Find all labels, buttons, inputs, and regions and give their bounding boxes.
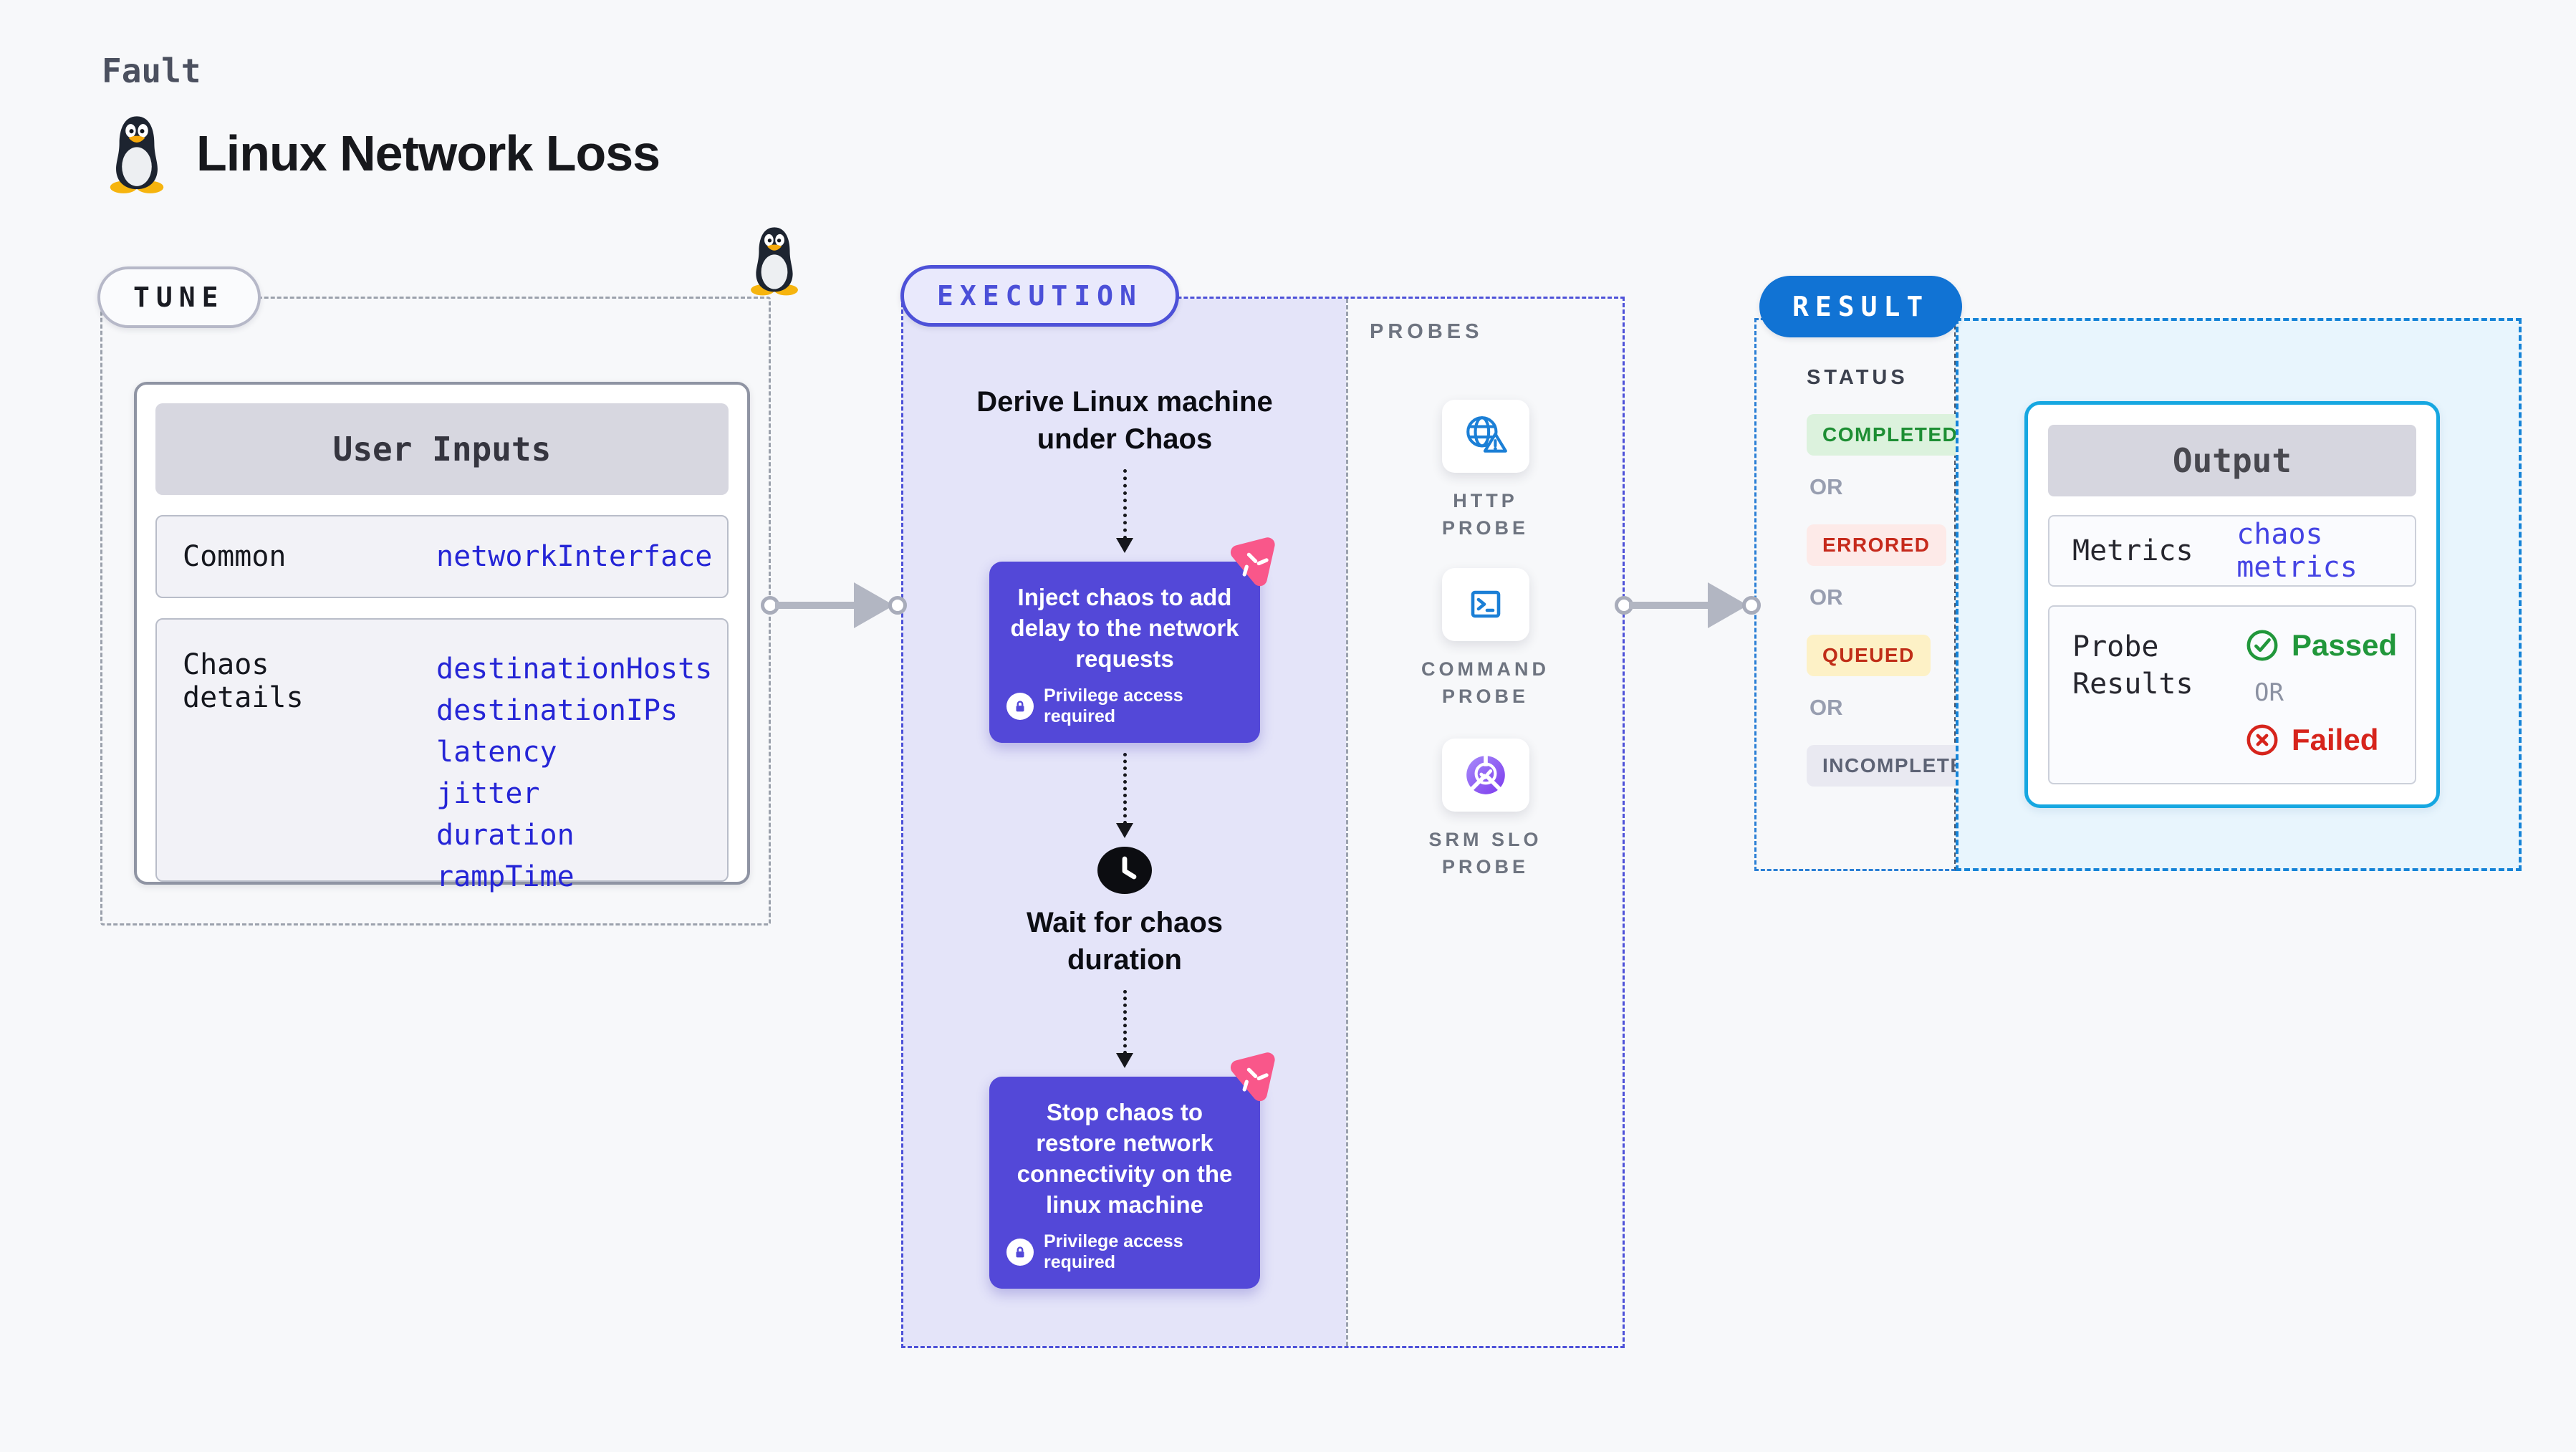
probe-results-label: Probe Results	[2072, 630, 2193, 701]
probe-label: COMMAND PROBE	[1421, 658, 1549, 707]
row-label: Common	[183, 540, 287, 573]
passed-result: Passed	[2246, 628, 2397, 663]
input-field-name: networkInterface	[436, 540, 713, 573]
probe-card	[1441, 568, 1529, 641]
x-circle-icon	[2246, 724, 2278, 756]
input-field-name: destinationHosts	[436, 653, 713, 686]
stop-chaos-step: Stop chaos to restore network connectivi…	[989, 1077, 1260, 1289]
execution-flow-panel: Derive Linux machine under Chaos Inject …	[903, 299, 1346, 1346]
linux-penguin-icon-small	[751, 227, 798, 296]
tune-to-execution-arrow	[761, 582, 911, 628]
arrowhead	[1116, 823, 1133, 838]
failed-result: Failed	[2246, 723, 2397, 757]
litmus-chaos-icon	[1226, 1051, 1279, 1104]
row-values: networkInterface	[436, 536, 712, 577]
stop-chaos-text: Stop chaos to restore network connectivi…	[1017, 1099, 1233, 1218]
flow-arrow	[1116, 469, 1133, 553]
privilege-note: Privilege access required	[1006, 686, 1243, 727]
chaos-details-row: Chaos details destinationHosts destinati…	[155, 618, 729, 893]
clock-icon	[1097, 847, 1152, 894]
user-inputs-title: User Inputs	[155, 403, 729, 495]
probes-heading: PROBES	[1370, 320, 1484, 343]
arrowhead	[854, 582, 894, 628]
flow-arrow	[1116, 990, 1133, 1068]
check-circle-icon	[2246, 630, 2278, 661]
or-separator: OR	[1810, 695, 1843, 720]
or-separator: OR	[2254, 678, 2284, 707]
status-badge-errored: ERRORED	[1807, 524, 1946, 566]
row-values: destinationHosts destinationIPs latency …	[436, 648, 712, 898]
globe-alert-icon	[1466, 416, 1507, 453]
input-field-name: jitter	[436, 777, 540, 810]
terminal-icon	[1471, 590, 1500, 618]
tune-pill: TUNE	[97, 266, 261, 328]
connector-line	[1629, 602, 1709, 609]
metrics-label: Metrics	[2072, 534, 2193, 567]
result-pill: RESULT	[1759, 276, 1963, 337]
result-status-section: RESULT STATUS COMPLETED OR ERRORED OR QU…	[1754, 276, 1996, 871]
probe-label: SRM SLO PROBE	[1428, 829, 1542, 878]
slo-donut-check-icon	[1466, 755, 1505, 794]
input-field-name: latency	[436, 736, 557, 769]
arrowhead	[1116, 538, 1133, 553]
probe-card	[1441, 400, 1529, 473]
result-output-panel: Output Metrics chaos metrics Probe Resul…	[1956, 318, 2522, 871]
inject-chaos-step: Inject chaos to add delay to the network…	[989, 562, 1260, 743]
litmus-chaos-icon	[1226, 536, 1279, 589]
connector-end-dot	[1742, 596, 1761, 615]
derive-step-label: Derive Linux machine under Chaos	[976, 386, 1273, 455]
inject-chaos-text: Inject chaos to add delay to the network…	[1010, 584, 1239, 672]
metrics-value: chaos metrics	[2236, 518, 2358, 584]
input-field-name: destinationIPs	[436, 694, 678, 727]
connector-line	[775, 602, 855, 609]
privilege-note: Privilege access required	[1006, 1231, 1243, 1273]
status-heading: STATUS	[1807, 366, 1908, 389]
input-field-name: rampTime	[436, 860, 575, 893]
status-badge-queued: QUEUED	[1807, 635, 1931, 676]
fault-kicker: Fault	[102, 52, 201, 90]
wait-step-label: Wait for chaos duration	[1026, 907, 1224, 976]
page-header: Linux Network Loss	[106, 113, 660, 193]
output-title: Output	[2048, 425, 2416, 496]
probe-results-row: Probe Results Passed OR	[2048, 605, 2416, 784]
or-separator: OR	[1810, 585, 1843, 610]
command-probe-item: COMMAND PROBE	[1348, 568, 1623, 710]
execution-section: EXECUTION Derive Linux machine under Cha…	[900, 265, 1625, 1348]
execution-to-result-arrow	[1615, 582, 1765, 628]
tune-section: TUNE User Inputs Common networkInterface…	[97, 227, 798, 925]
row-label: Chaos details	[183, 648, 304, 714]
page-title: Linux Network Loss	[196, 125, 660, 181]
lock-icon	[1006, 1239, 1034, 1266]
probe-label: HTTP PROBE	[1441, 490, 1529, 539]
arrowhead	[1116, 1053, 1133, 1068]
srm-slo-probe-item: SRM SLO PROBE	[1348, 739, 1623, 880]
common-inputs-row: Common networkInterface	[155, 515, 729, 598]
connector-end-dot	[888, 596, 907, 615]
linux-penguin-icon	[110, 116, 164, 193]
user-inputs-card: User Inputs Common networkInterface Chao…	[134, 382, 750, 893]
lock-icon	[1006, 693, 1034, 720]
arrowhead	[1708, 582, 1748, 628]
input-field-name: duration	[436, 819, 575, 852]
probes-panel: PROBES HTTP PROBE	[1346, 299, 1623, 1346]
status-badge-completed: COMPLETED	[1807, 414, 1974, 456]
flow-arrow	[1116, 753, 1133, 838]
http-probe-item: HTTP PROBE	[1348, 400, 1623, 542]
output-card: Output Metrics chaos metrics Probe Resul…	[2024, 401, 2440, 808]
or-separator: OR	[1810, 474, 1843, 499]
probe-card	[1441, 739, 1529, 812]
execution-pill: EXECUTION	[900, 265, 1179, 327]
metrics-row: Metrics chaos metrics	[2048, 515, 2416, 587]
